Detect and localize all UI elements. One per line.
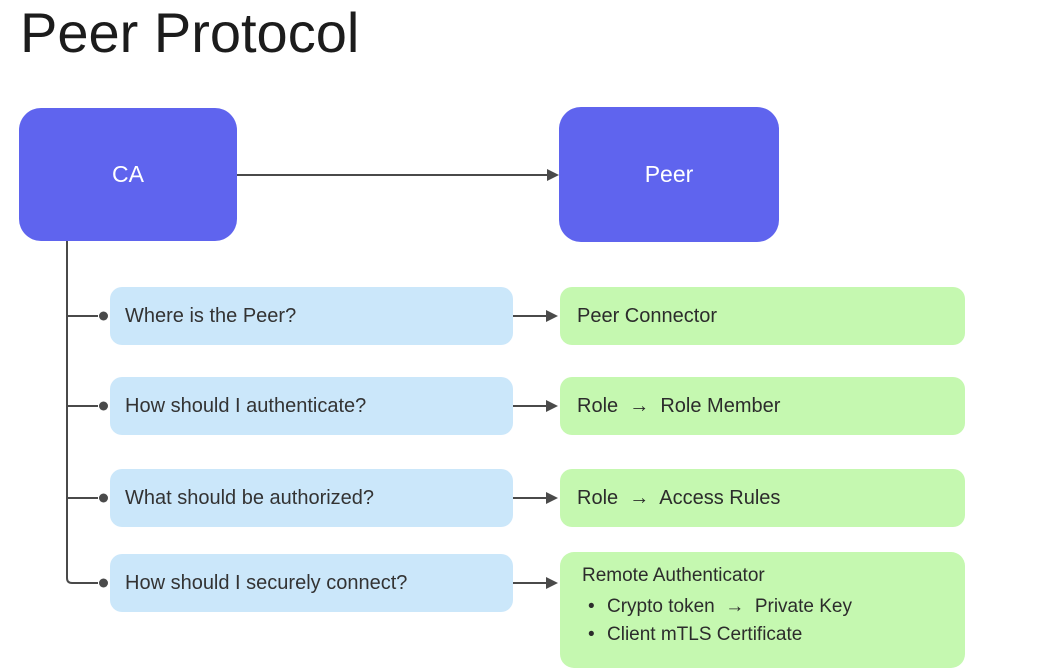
arrowhead-icon bbox=[546, 577, 558, 589]
dot-icon bbox=[99, 493, 108, 503]
dot-icon bbox=[99, 311, 108, 321]
list-item: • Crypto token → Private Key bbox=[582, 593, 955, 621]
question-box-where-peer: Where is the Peer? bbox=[110, 287, 513, 345]
answer-label: Role → Role Member bbox=[577, 394, 781, 417]
dot-icon bbox=[99, 578, 108, 588]
answer-box-peer-connector: Peer Connector bbox=[560, 287, 965, 345]
arrowhead-icon bbox=[547, 169, 559, 181]
answer-label: Role → Access Rules bbox=[577, 486, 781, 509]
answer-box-role-member: Role → Role Member bbox=[560, 377, 965, 435]
arrow-ca-to-peer bbox=[237, 169, 559, 181]
question-label: What should be authorized? bbox=[125, 486, 375, 509]
arrowhead-icon bbox=[546, 400, 558, 412]
question-box-authorized: What should be authorized? bbox=[110, 469, 513, 527]
list-item: • Client mTLS Certificate bbox=[582, 621, 955, 649]
arrow-q3-to-a3 bbox=[513, 492, 558, 504]
trunk-line bbox=[66, 241, 98, 584]
question-label: How should I securely connect? bbox=[125, 571, 408, 594]
question-label: Where is the Peer? bbox=[125, 304, 297, 327]
dot-icon bbox=[99, 401, 108, 411]
answer-label: Peer Connector bbox=[577, 304, 718, 327]
answer-box-access-rules: Role → Access Rules bbox=[560, 469, 965, 527]
answer-box-remote-authenticator: Remote Authenticator • Crypto token → Pr… bbox=[560, 552, 965, 668]
question-box-securely-connect: How should I securely connect? bbox=[110, 554, 513, 612]
answer-bullet-list: • Crypto token → Private Key • Client mT… bbox=[582, 593, 955, 649]
arrow-q1-to-a1 bbox=[513, 310, 558, 322]
node-peer-label: Peer bbox=[644, 161, 694, 187]
node-ca-label: CA bbox=[112, 161, 144, 187]
question-label: How should I authenticate? bbox=[125, 394, 367, 417]
arrowhead-icon bbox=[546, 310, 558, 322]
arrow-q2-to-a2 bbox=[513, 400, 558, 412]
node-peer: Peer bbox=[559, 107, 779, 242]
bullet-label: Crypto token → Private Key bbox=[607, 596, 852, 617]
node-ca: CA bbox=[19, 108, 237, 241]
bullet-label: Client mTLS Certificate bbox=[607, 624, 803, 645]
question-box-authenticate: How should I authenticate? bbox=[110, 377, 513, 435]
page-title: Peer Protocol bbox=[20, 1, 360, 64]
answer-title: Remote Authenticator bbox=[582, 565, 765, 586]
arrowhead-icon bbox=[546, 492, 558, 504]
arrow-q4-to-a4 bbox=[513, 577, 558, 589]
bullet-icon: • bbox=[588, 596, 595, 617]
bullet-icon: • bbox=[588, 624, 595, 645]
